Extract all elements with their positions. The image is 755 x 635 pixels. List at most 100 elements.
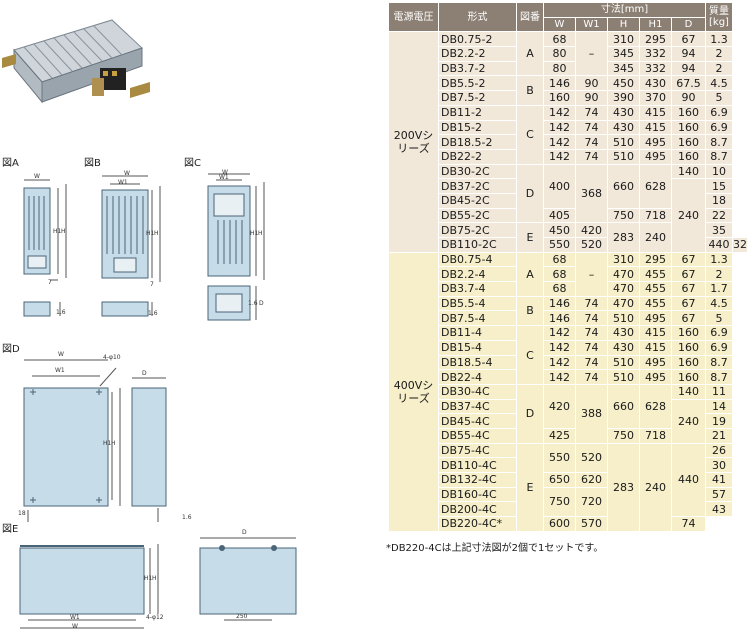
d-cell: 240 bbox=[671, 178, 706, 253]
fig-e-w1: W1 bbox=[70, 614, 80, 621]
w1-cell: 570 bbox=[575, 516, 608, 532]
table-row: DB2.2-4 68 470 455 67 2 bbox=[389, 266, 748, 283]
table-row: DB3.7-4 68 470 455 67 1.7 bbox=[389, 281, 748, 297]
fig-d-w1: W1 bbox=[55, 367, 65, 374]
model-cell: DB5.5-4 bbox=[438, 295, 517, 312]
w-cell: 160 bbox=[543, 90, 576, 106]
model-cell: DB110-2C bbox=[438, 237, 517, 253]
table-row: DB5.5-2 B 146 90 450 430 67.5 4.5 bbox=[389, 75, 748, 106]
header-figure: 図番 bbox=[516, 1, 544, 33]
h1-cell: 455 bbox=[639, 295, 672, 312]
h-cell: 510 bbox=[607, 134, 640, 150]
w-cell: 600 bbox=[543, 516, 576, 532]
w-cell: 146 bbox=[543, 295, 576, 312]
mass-cell: 21 bbox=[705, 427, 733, 444]
mass-cell: 18 bbox=[705, 192, 733, 209]
series-400v: 400Vシリーズ bbox=[388, 251, 439, 532]
fig-a-7: 7 bbox=[48, 279, 52, 286]
h1-cell: 495 bbox=[639, 369, 672, 385]
figure-c-drawing bbox=[207, 173, 265, 321]
mass-cell: 6.9 bbox=[705, 119, 733, 136]
d-cell: 140 bbox=[671, 383, 706, 400]
table-row: DB15-4 142 74 430 415 160 6.9 bbox=[389, 339, 748, 356]
d-cell: 160 bbox=[671, 369, 706, 385]
header-mass: 質量[kg] bbox=[705, 1, 733, 33]
h1-cell: 415 bbox=[639, 104, 672, 121]
d-cell: 160 bbox=[671, 119, 706, 136]
mass-cell: 22 bbox=[705, 207, 733, 224]
table-row: DB30-2C D 400 368 660 628 140 10 bbox=[389, 163, 748, 224]
d-cell: 160 bbox=[671, 354, 706, 371]
w-cell: 80 bbox=[543, 60, 576, 77]
d-cell: 160 bbox=[671, 339, 706, 356]
h-cell: 430 bbox=[607, 339, 640, 356]
h-cell: 510 bbox=[607, 148, 640, 165]
d-cell: 67 bbox=[671, 281, 706, 297]
h-cell: 470 bbox=[607, 266, 640, 283]
fig-e-d: D bbox=[242, 529, 247, 536]
d-cell: 440 bbox=[671, 442, 706, 518]
figure-b-drawing bbox=[101, 175, 161, 317]
table-row: DB18.5-4 142 74 510 495 160 8.7 bbox=[389, 354, 748, 371]
figure-d-drawing bbox=[23, 359, 167, 522]
figure-cell: E bbox=[516, 222, 544, 253]
w1-cell: 420 bbox=[575, 222, 608, 238]
h1-cell: 415 bbox=[639, 325, 672, 341]
fig-e-h1: H1 bbox=[144, 575, 153, 582]
table-row: DB45-2C 18 bbox=[389, 192, 748, 209]
w-cell: 750 bbox=[543, 486, 576, 518]
mass-cell: 11 bbox=[705, 383, 733, 400]
h1-cell: 628 bbox=[639, 383, 672, 429]
d-cell: 440 bbox=[705, 237, 733, 253]
model-cell: DB37-2C bbox=[438, 178, 517, 194]
model-cell: DB75-4C bbox=[438, 442, 517, 459]
h-cell: 660 bbox=[607, 163, 640, 209]
h1-cell: 495 bbox=[639, 310, 672, 327]
w1-cell: 388 bbox=[575, 383, 608, 444]
model-cell: DB15-4 bbox=[438, 339, 517, 356]
d-cell: 140 bbox=[671, 163, 706, 180]
h1-cell: 240 bbox=[639, 222, 672, 253]
figure-cell: C bbox=[516, 104, 544, 165]
w1-cell: 74 bbox=[575, 104, 608, 121]
mass-cell: 4.5 bbox=[705, 75, 733, 92]
model-cell: DB0.75-2 bbox=[438, 31, 517, 48]
table-row: DB7.5-2 160 90 390 370 90 5 bbox=[389, 90, 748, 106]
footnote: *DB220-4Cは上記寸法図が2個で1セットです。 bbox=[386, 543, 604, 554]
h-cell: 430 bbox=[607, 325, 640, 341]
fig-b-w: W bbox=[124, 170, 130, 177]
model-cell: DB200-4C bbox=[438, 501, 517, 518]
figure-e-drawing bbox=[19, 537, 297, 629]
fig-b-1-6: 1.6 bbox=[148, 310, 158, 317]
h-cell: 283 bbox=[607, 442, 640, 532]
d-cell: 160 bbox=[671, 104, 706, 121]
w1-cell: 520 bbox=[575, 442, 608, 474]
fig-d-w: W bbox=[58, 351, 64, 358]
h-cell: 310 bbox=[607, 31, 640, 48]
w1-cell: 74 bbox=[575, 339, 608, 356]
mass-cell: 14 bbox=[705, 398, 733, 415]
table-row: DB45-4C 19 bbox=[389, 413, 748, 429]
fig-d-d: D bbox=[142, 370, 147, 377]
figure-cell: B bbox=[516, 75, 544, 106]
figure-c-label: 図C bbox=[184, 158, 201, 169]
mass-cell: 4.5 bbox=[705, 295, 733, 312]
table-row: DB110-2C 550 520 440 32 bbox=[389, 237, 748, 253]
table-row: DB7.5-4 146 74 510 495 67 5 bbox=[389, 310, 748, 327]
figure-cell: C bbox=[516, 325, 544, 385]
w1-cell: 74 bbox=[575, 325, 608, 341]
table-row: DB220-4C* 600 570 74 bbox=[389, 516, 748, 532]
w1-cell: 74 bbox=[575, 354, 608, 371]
w1-cell: 74 bbox=[575, 310, 608, 327]
h-cell: 283 bbox=[607, 222, 640, 253]
mass-cell: 35 bbox=[705, 222, 733, 238]
w-cell: 142 bbox=[543, 339, 576, 356]
header-w: W bbox=[543, 16, 576, 33]
table-row: DB15-2 142 74 430 415 160 6.9 bbox=[389, 119, 748, 136]
h-cell: 345 bbox=[607, 46, 640, 62]
mass-cell: 10 bbox=[705, 163, 733, 180]
table-row: DB2.2-2 80 345 332 94 2 bbox=[389, 46, 748, 62]
model-cell: DB22-2 bbox=[438, 148, 517, 165]
figure-cell: E bbox=[516, 442, 544, 532]
d-cell: 94 bbox=[671, 46, 706, 62]
